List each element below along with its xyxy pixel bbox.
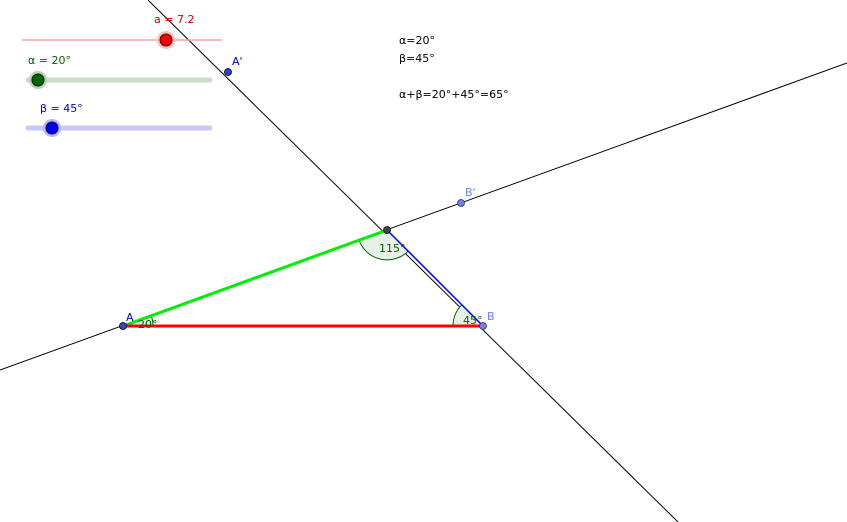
point-b[interactable] <box>479 322 487 330</box>
slider-a-label: a = 7.2 <box>154 13 194 26</box>
line-through-b-and-c[interactable] <box>147 0 679 522</box>
segment-bc[interactable] <box>386 229 484 327</box>
point-c[interactable] <box>383 226 391 234</box>
slider-alpha-handle[interactable] <box>31 73 45 87</box>
info-alpha-text: α=20° <box>399 34 435 47</box>
slider-beta[interactable]: β = 45° <box>25 102 213 137</box>
slider-beta-label: β = 45° <box>40 102 83 115</box>
point-a[interactable] <box>119 322 127 330</box>
slider-alpha-label: α = 20° <box>28 54 71 67</box>
point-b-label: B <box>487 310 495 323</box>
point-b-prime[interactable] <box>457 199 465 207</box>
point-a-prime-label: A' <box>232 55 243 68</box>
angle-beta-label: 45° <box>463 314 483 327</box>
slider-a-handle[interactable] <box>159 33 173 47</box>
point-b-prime-label: B' <box>465 186 476 199</box>
slider-a[interactable]: a = 7.2 <box>22 13 222 49</box>
point-a-prime[interactable] <box>224 68 232 76</box>
info-sum-text: α+β=20°+45°=65° <box>399 88 509 101</box>
slider-alpha[interactable]: α = 20° <box>25 54 213 89</box>
slider-beta-handle[interactable] <box>45 121 59 135</box>
segment-ac[interactable] <box>122 228 388 328</box>
angle-gamma-sector <box>358 229 409 261</box>
angle-alpha-label: 20° <box>138 318 158 331</box>
info-beta-text: β=45° <box>399 52 435 65</box>
angle-gamma-label: 115° <box>379 242 406 255</box>
point-a-label: A <box>126 311 134 324</box>
